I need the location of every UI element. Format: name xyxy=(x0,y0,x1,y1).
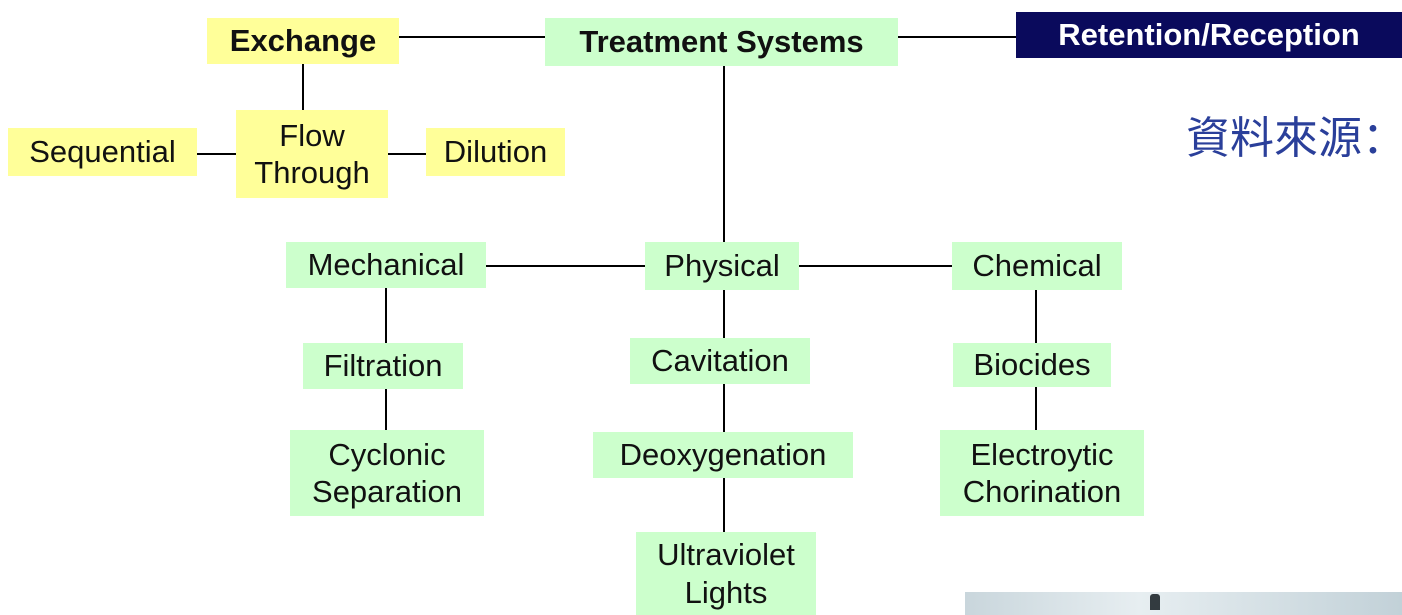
exchange-label: Exchange xyxy=(229,23,377,59)
chemical-label: Chemical xyxy=(972,248,1102,284)
dilution-node: Dilution xyxy=(426,128,565,176)
flow-through-label-line2: Through xyxy=(254,155,370,190)
ultraviolet-lights-node: Ultraviolet Lights xyxy=(636,532,816,615)
cropped-photo xyxy=(965,592,1402,615)
filtration-label: Filtration xyxy=(323,348,443,384)
cyclonic-separation-label-line1: Cyclonic xyxy=(328,436,446,472)
source-note: 資料來源： xyxy=(1186,113,1402,164)
cavitation-label: Cavitation xyxy=(651,343,789,379)
cyclonic-separation-node: Cyclonic Separation xyxy=(290,430,484,516)
mechanical-label: Mechanical xyxy=(307,247,465,283)
photo-detail xyxy=(1150,594,1160,610)
electrolytic-chlorination-label-line2: Chorination xyxy=(962,474,1122,509)
filtration-node: Filtration xyxy=(303,343,463,389)
treatment-systems-label: Treatment Systems xyxy=(579,24,864,60)
deoxygenation-label: Deoxygenation xyxy=(619,437,827,473)
ultraviolet-lights-label-line2: Lights xyxy=(684,574,768,610)
sequential-node: Sequential xyxy=(8,128,197,176)
sequential-label: Sequential xyxy=(29,134,176,170)
exchange-node: Exchange xyxy=(207,18,399,64)
flow-through-node: Flow Through xyxy=(236,110,388,198)
cavitation-node: Cavitation xyxy=(630,338,810,384)
mechanical-node: Mechanical xyxy=(286,242,486,288)
retention-reception-label: Retention/Reception xyxy=(1058,17,1360,53)
dilution-label: Dilution xyxy=(443,134,548,170)
deoxygenation-node: Deoxygenation xyxy=(593,432,853,478)
biocides-node: Biocides xyxy=(953,343,1111,387)
physical-node: Physical xyxy=(645,242,799,290)
electrolytic-chlorination-node: Electroytic Chorination xyxy=(940,430,1144,516)
chemical-node: Chemical xyxy=(952,242,1122,290)
cyclonic-separation-label-line2: Separation xyxy=(312,474,462,509)
biocides-label: Biocides xyxy=(973,347,1091,383)
electrolytic-chlorination-label-line1: Electroytic xyxy=(970,436,1114,472)
flow-through-label-line1: Flow xyxy=(279,117,345,153)
ultraviolet-lights-label-line1: Ultraviolet xyxy=(657,537,795,573)
treatment-systems-node: Treatment Systems xyxy=(545,18,898,66)
retention-reception-node: Retention/Reception xyxy=(1016,12,1402,58)
physical-label: Physical xyxy=(664,248,780,284)
